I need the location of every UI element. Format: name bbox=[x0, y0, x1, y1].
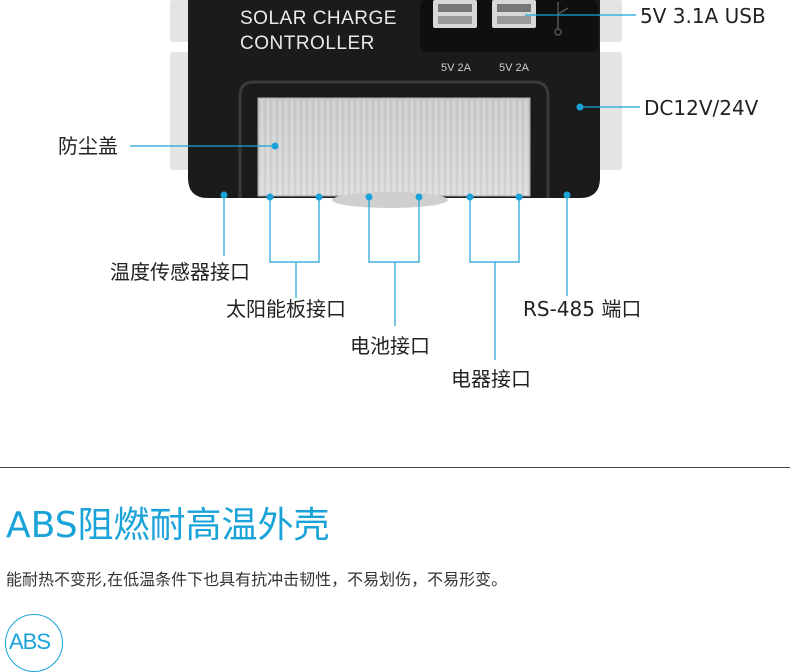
usb-symbol-icon bbox=[554, 2, 569, 36]
dust-cover bbox=[258, 98, 530, 196]
product-diagram: SOLAR CHARGE CONTROLLER 5V 2A 5V 2A bbox=[130, 0, 640, 360]
device-model-line1: SOLAR CHARGE bbox=[240, 8, 397, 29]
callout-battery: 电池接口 bbox=[350, 334, 430, 358]
callout-temp-sensor: 温度传感器接口 bbox=[110, 260, 250, 284]
callout-rs485: RS-485 端口 bbox=[523, 297, 642, 321]
callout-dust-cover: 防尘盖 bbox=[58, 134, 118, 158]
callout-usb: 5V 3.1A USB bbox=[640, 4, 766, 28]
callout-solar-panel: 太阳能板接口 bbox=[226, 297, 346, 321]
dust-cover-frame bbox=[238, 80, 550, 198]
usb-label-right: 5V 2A bbox=[499, 62, 530, 74]
feature-description: 能耐热不变形,在低温条件下也具有抗冲击韧性，不易划伤，不易形变。 bbox=[6, 570, 508, 589]
section-divider bbox=[0, 467, 790, 468]
callout-lines bbox=[130, 14, 640, 360]
abs-badge-label: ABS bbox=[9, 629, 51, 654]
callout-dots bbox=[220, 103, 584, 201]
usb-port-right bbox=[492, 0, 536, 28]
callout-dc: DC12V/24V bbox=[644, 96, 759, 120]
callout-load: 电器接口 bbox=[451, 367, 531, 391]
usb-label-left: 5V 2A bbox=[441, 62, 472, 74]
device-model-line2: CONTROLLER bbox=[240, 33, 375, 54]
usb-port-left bbox=[433, 0, 477, 28]
mounting-tabs bbox=[170, 0, 622, 170]
feature-headline: ABS阻燃耐高温外壳 bbox=[6, 505, 330, 546]
